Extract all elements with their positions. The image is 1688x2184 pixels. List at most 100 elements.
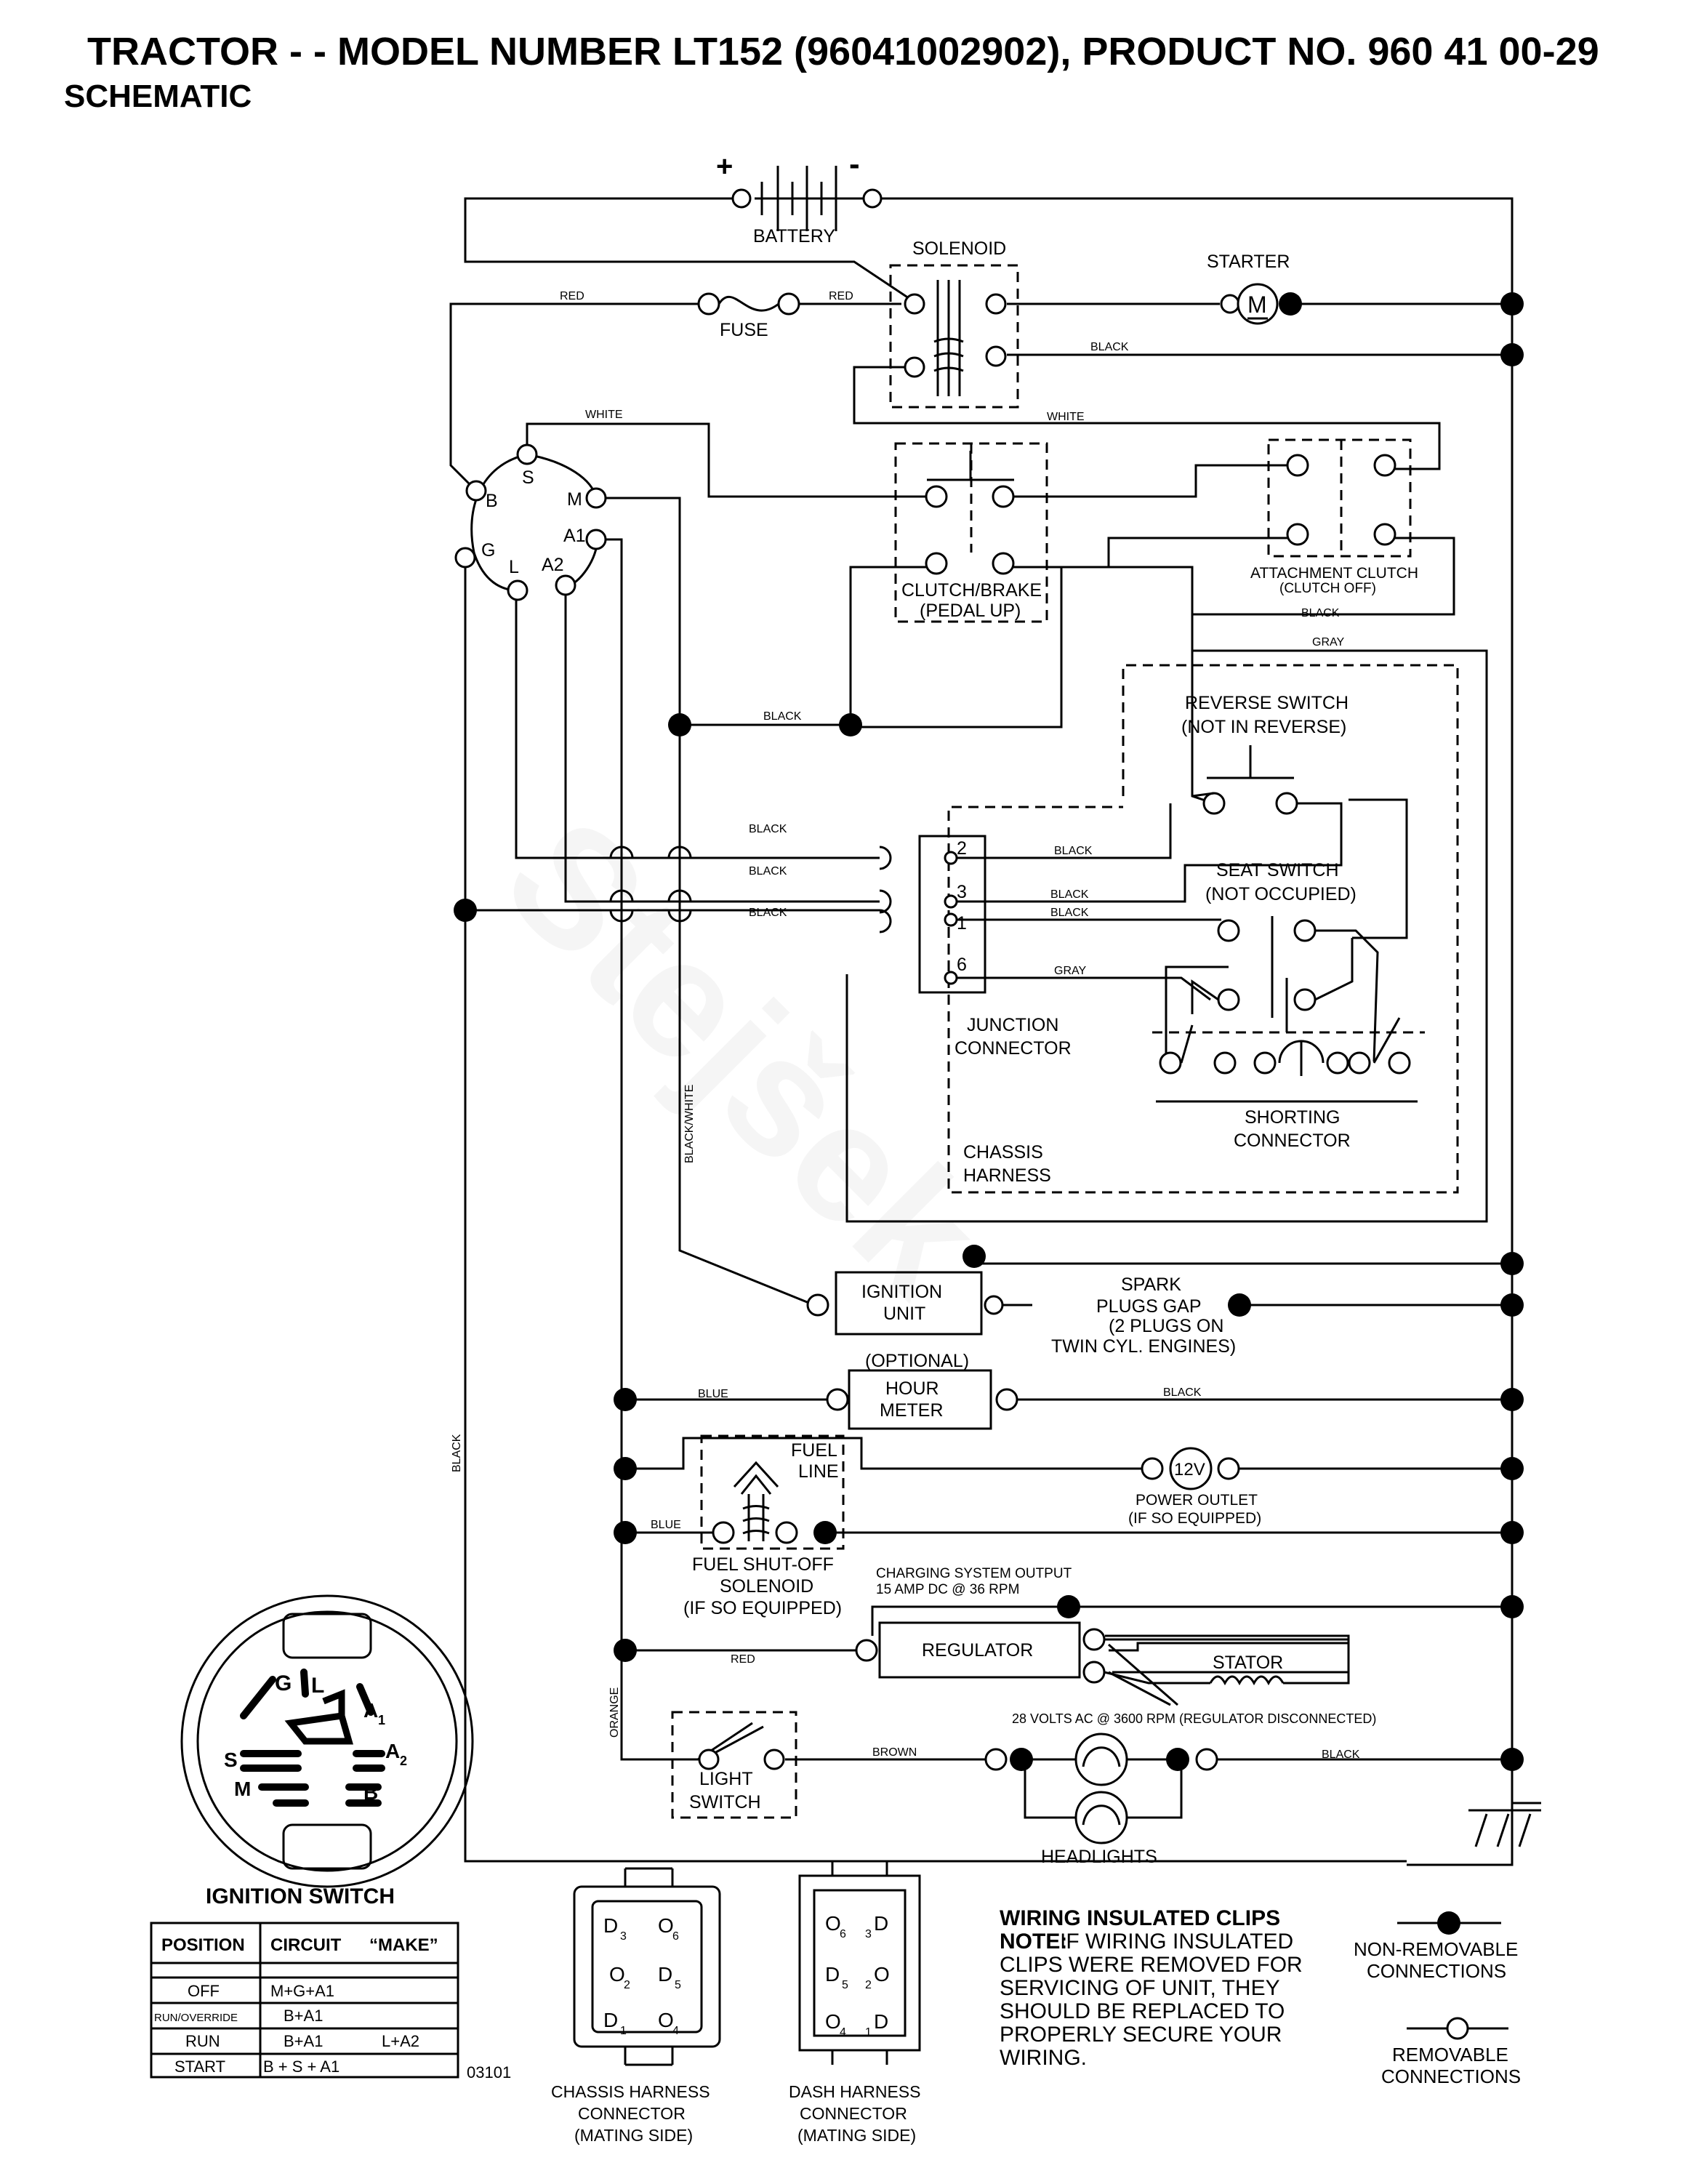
svg-text:CLUTCH/BRAKE: CLUTCH/BRAKE (901, 580, 1042, 601)
svg-text:BLACK: BLACK (1322, 1749, 1360, 1761)
wiring-clips-note: WIRING INSULATED CLIPS NOTE: IF WIRING I… (1000, 1906, 1303, 2070)
junction-connector: 2 3 1 6 JUNCTION CONNECTOR (918, 835, 1072, 1059)
svg-text:5: 5 (675, 1979, 681, 1991)
svg-text:RED: RED (731, 1653, 755, 1666)
wire-crossings (609, 846, 892, 934)
svg-text:M: M (234, 1778, 251, 1800)
svg-text:(MATING SIDE): (MATING SIDE) (797, 2126, 916, 2145)
svg-text:L: L (509, 557, 519, 577)
svg-text:B: B (486, 491, 498, 511)
svg-text:ORANGE: ORANGE (608, 1687, 621, 1738)
svg-text:IGNITION: IGNITION (861, 1282, 942, 1302)
svg-text:REVERSE SWITCH: REVERSE SWITCH (1185, 693, 1349, 713)
svg-text:WIRING.: WIRING. (1000, 2046, 1087, 2070)
svg-text:UNIT: UNIT (883, 1304, 925, 1324)
svg-text:2: 2 (957, 838, 967, 859)
svg-text:O: O (825, 2010, 841, 2033)
svg-text:1: 1 (378, 1713, 385, 1727)
svg-text:D: D (874, 1912, 888, 1935)
svg-text:REGULATOR: REGULATOR (922, 1640, 1033, 1661)
svg-text:REMOVABLE: REMOVABLE (1392, 2044, 1508, 2065)
svg-text:(IF SO EQUIPPED): (IF SO EQUIPPED) (683, 1598, 842, 1618)
svg-text:B+A1: B+A1 (284, 2007, 323, 2025)
wire-labels: WHITE WHITE BLACK BLACK GRAY BLACK BLACK… (451, 341, 1360, 1761)
svg-text:S: S (522, 467, 534, 488)
svg-text:DASH HARNESS: DASH HARNESS (789, 2082, 920, 2101)
seat-switch: SEAT SWITCH (NOT OCCUPIED) (1165, 860, 1379, 1062)
ignition-switch-title: IGNITION SWITCH (206, 1884, 395, 1908)
starter-symbol: M (1247, 292, 1267, 318)
svg-text:RED: RED (560, 290, 584, 302)
svg-text:RUN: RUN (185, 2032, 220, 2050)
svg-text:2: 2 (400, 1754, 407, 1768)
svg-text:1: 1 (620, 2025, 627, 2037)
svg-text:FUEL: FUEL (791, 1440, 837, 1461)
svg-text:WHITE: WHITE (585, 409, 623, 421)
svg-text:BLACK: BLACK (451, 1434, 463, 1472)
svg-text:(MATING SIDE): (MATING SIDE) (574, 2126, 693, 2145)
svg-text:POWER OUTLET: POWER OUTLET (1136, 1492, 1258, 1509)
svg-text:BLACK: BLACK (749, 907, 787, 919)
svg-text:GRAY: GRAY (1054, 965, 1086, 977)
svg-text:D: D (603, 2009, 618, 2031)
svg-text:12V: 12V (1174, 1460, 1205, 1480)
svg-text:SERVICING OF UNIT, THEY: SERVICING OF UNIT, THEY (1000, 1976, 1280, 2000)
fuse: FUSE RED RED (560, 290, 853, 340)
svg-text:(NOT OCCUPIED): (NOT OCCUPIED) (1205, 884, 1357, 904)
svg-text:HARNESS: HARNESS (963, 1165, 1051, 1186)
page-subtitle: SCHEMATIC (64, 79, 252, 114)
svg-text:6: 6 (957, 955, 967, 975)
svg-text:SEAT SWITCH: SEAT SWITCH (1216, 860, 1339, 880)
svg-text:O: O (825, 1912, 841, 1935)
svg-text:BLACK: BLACK (1050, 907, 1089, 919)
svg-text:WIRING INSULATED CLIPS: WIRING INSULATED CLIPS (1000, 1906, 1280, 1930)
svg-text:CHASSIS: CHASSIS (963, 1142, 1043, 1163)
power-outlet: 12V POWER OUTLET (IF SO EQUIPPED) (1128, 1447, 1261, 1527)
svg-text:BLACK: BLACK (749, 865, 787, 878)
svg-text:START: START (174, 2057, 225, 2076)
battery: BATTERY + - (716, 146, 883, 246)
svg-text:BLACK: BLACK (763, 710, 802, 723)
svg-text:CHASSIS HARNESS: CHASSIS HARNESS (551, 2082, 710, 2101)
solenoid: SOLENOID (889, 238, 1019, 409)
svg-text:(PEDAL UP): (PEDAL UP) (920, 601, 1021, 621)
svg-text:STATOR: STATOR (1213, 1653, 1283, 1673)
svg-text:A: A (385, 1740, 400, 1762)
svg-text:CONNECTIONS: CONNECTIONS (1381, 2065, 1521, 2087)
svg-text:CHARGING SYSTEM OUTPUT: CHARGING SYSTEM OUTPUT (876, 1566, 1072, 1581)
svg-text:BLACK: BLACK (1054, 845, 1093, 857)
svg-text:SOLENOID: SOLENOID (720, 1576, 813, 1597)
svg-text:CONNECTOR: CONNECTOR (1234, 1131, 1351, 1151)
svg-text:GRAY: GRAY (1312, 636, 1344, 649)
chassis-harness: CHASSIS HARNESS (947, 664, 1459, 1194)
svg-text:B: B (363, 1781, 378, 1804)
svg-text:4: 4 (672, 2025, 679, 2037)
svg-text:M+G+A1: M+G+A1 (270, 1982, 334, 2000)
stator: STATOR 28 VOLTS AC @ 3600 RPM (REGULATOR… (1012, 1638, 1376, 1726)
svg-text:D: D (825, 1963, 840, 1986)
legend: NON-REMOVABLE CONNECTIONS REMOVABLE CONN… (1354, 1911, 1521, 2087)
svg-text:A: A (363, 1699, 378, 1722)
svg-text:O: O (658, 1914, 674, 1937)
svg-text:FUEL SHUT-OFF: FUEL SHUT-OFF (692, 1554, 834, 1575)
svg-text:BLACK/WHITE: BLACK/WHITE (683, 1085, 696, 1163)
svg-text:LINE: LINE (798, 1461, 839, 1482)
svg-text:CONNECTOR: CONNECTOR (800, 2104, 907, 2123)
fuel-shutoff-solenoid: FUEL LINE FUEL SHUT-OFF SOLENOID (IF SO … (683, 1434, 845, 1618)
attachment-clutch-switch: ATTACHMENT CLUTCH (CLUTCH OFF) (1250, 438, 1418, 596)
svg-text:D: D (658, 1963, 672, 1986)
svg-text:5: 5 (842, 1979, 848, 1991)
svg-text:NON-REMOVABLE: NON-REMOVABLE (1354, 1938, 1518, 1960)
svg-text:L: L (311, 1674, 324, 1698)
page-title: TRACTOR - - MODEL NUMBER LT152 (96041002… (87, 30, 1599, 73)
svg-text:HEADLIGHTS: HEADLIGHTS (1041, 1847, 1157, 1867)
svg-text:CONNECTOR: CONNECTOR (578, 2104, 686, 2123)
svg-text:G: G (275, 1671, 292, 1695)
svg-text:(CLUTCH OFF): (CLUTCH OFF) (1279, 581, 1376, 596)
svg-text:6: 6 (672, 1930, 679, 1943)
svg-text:28 VOLTS AC @ 3600 RPM (REGULA: 28 VOLTS AC @ 3600 RPM (REGULATOR DISCON… (1012, 1711, 1376, 1726)
svg-text:PLUGS GAP: PLUGS GAP (1096, 1296, 1202, 1317)
svg-text:RED: RED (829, 290, 853, 302)
svg-text:LIGHT: LIGHT (699, 1769, 753, 1789)
svg-text:A2: A2 (542, 555, 564, 575)
